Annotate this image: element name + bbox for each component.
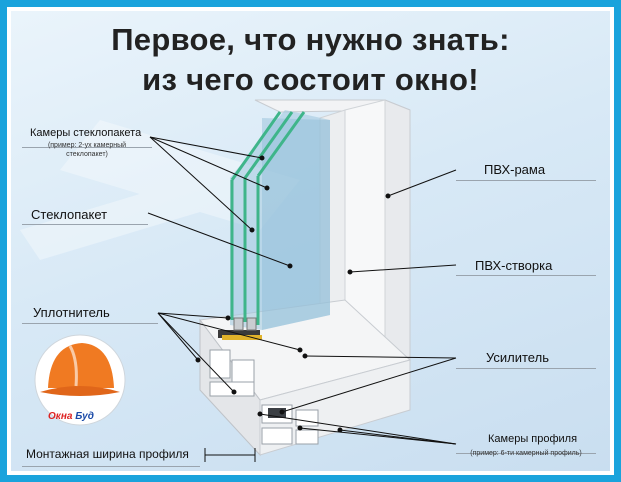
label-pvc-sash: ПВХ-створка bbox=[475, 258, 552, 273]
label-glass-chambers: Камеры стеклопакета bbox=[30, 127, 141, 139]
label-glass-unit: Стеклопакет bbox=[31, 207, 107, 222]
label-mount-width: Монтажная ширина профиля bbox=[26, 447, 189, 461]
label-profile-chambers-note: (пример: 6-ти камерный профиль) bbox=[456, 449, 596, 458]
label-seal: Уплотнитель bbox=[33, 305, 110, 320]
label-profile-chambers: Камеры профиля bbox=[488, 433, 577, 445]
title-line-1: Первое, что нужно знать: bbox=[0, 22, 621, 58]
title-line-2: из чего состоит окно! bbox=[0, 62, 621, 98]
label-glass-chambers-note: (пример: 2-ух камерный стеклопакет) bbox=[22, 141, 152, 159]
logo-text: Окна Буд bbox=[48, 411, 94, 422]
label-reinforcement: Усилитель bbox=[486, 350, 549, 365]
label-pvc-frame: ПВХ-рама bbox=[484, 162, 545, 177]
glass-unit bbox=[230, 110, 330, 330]
